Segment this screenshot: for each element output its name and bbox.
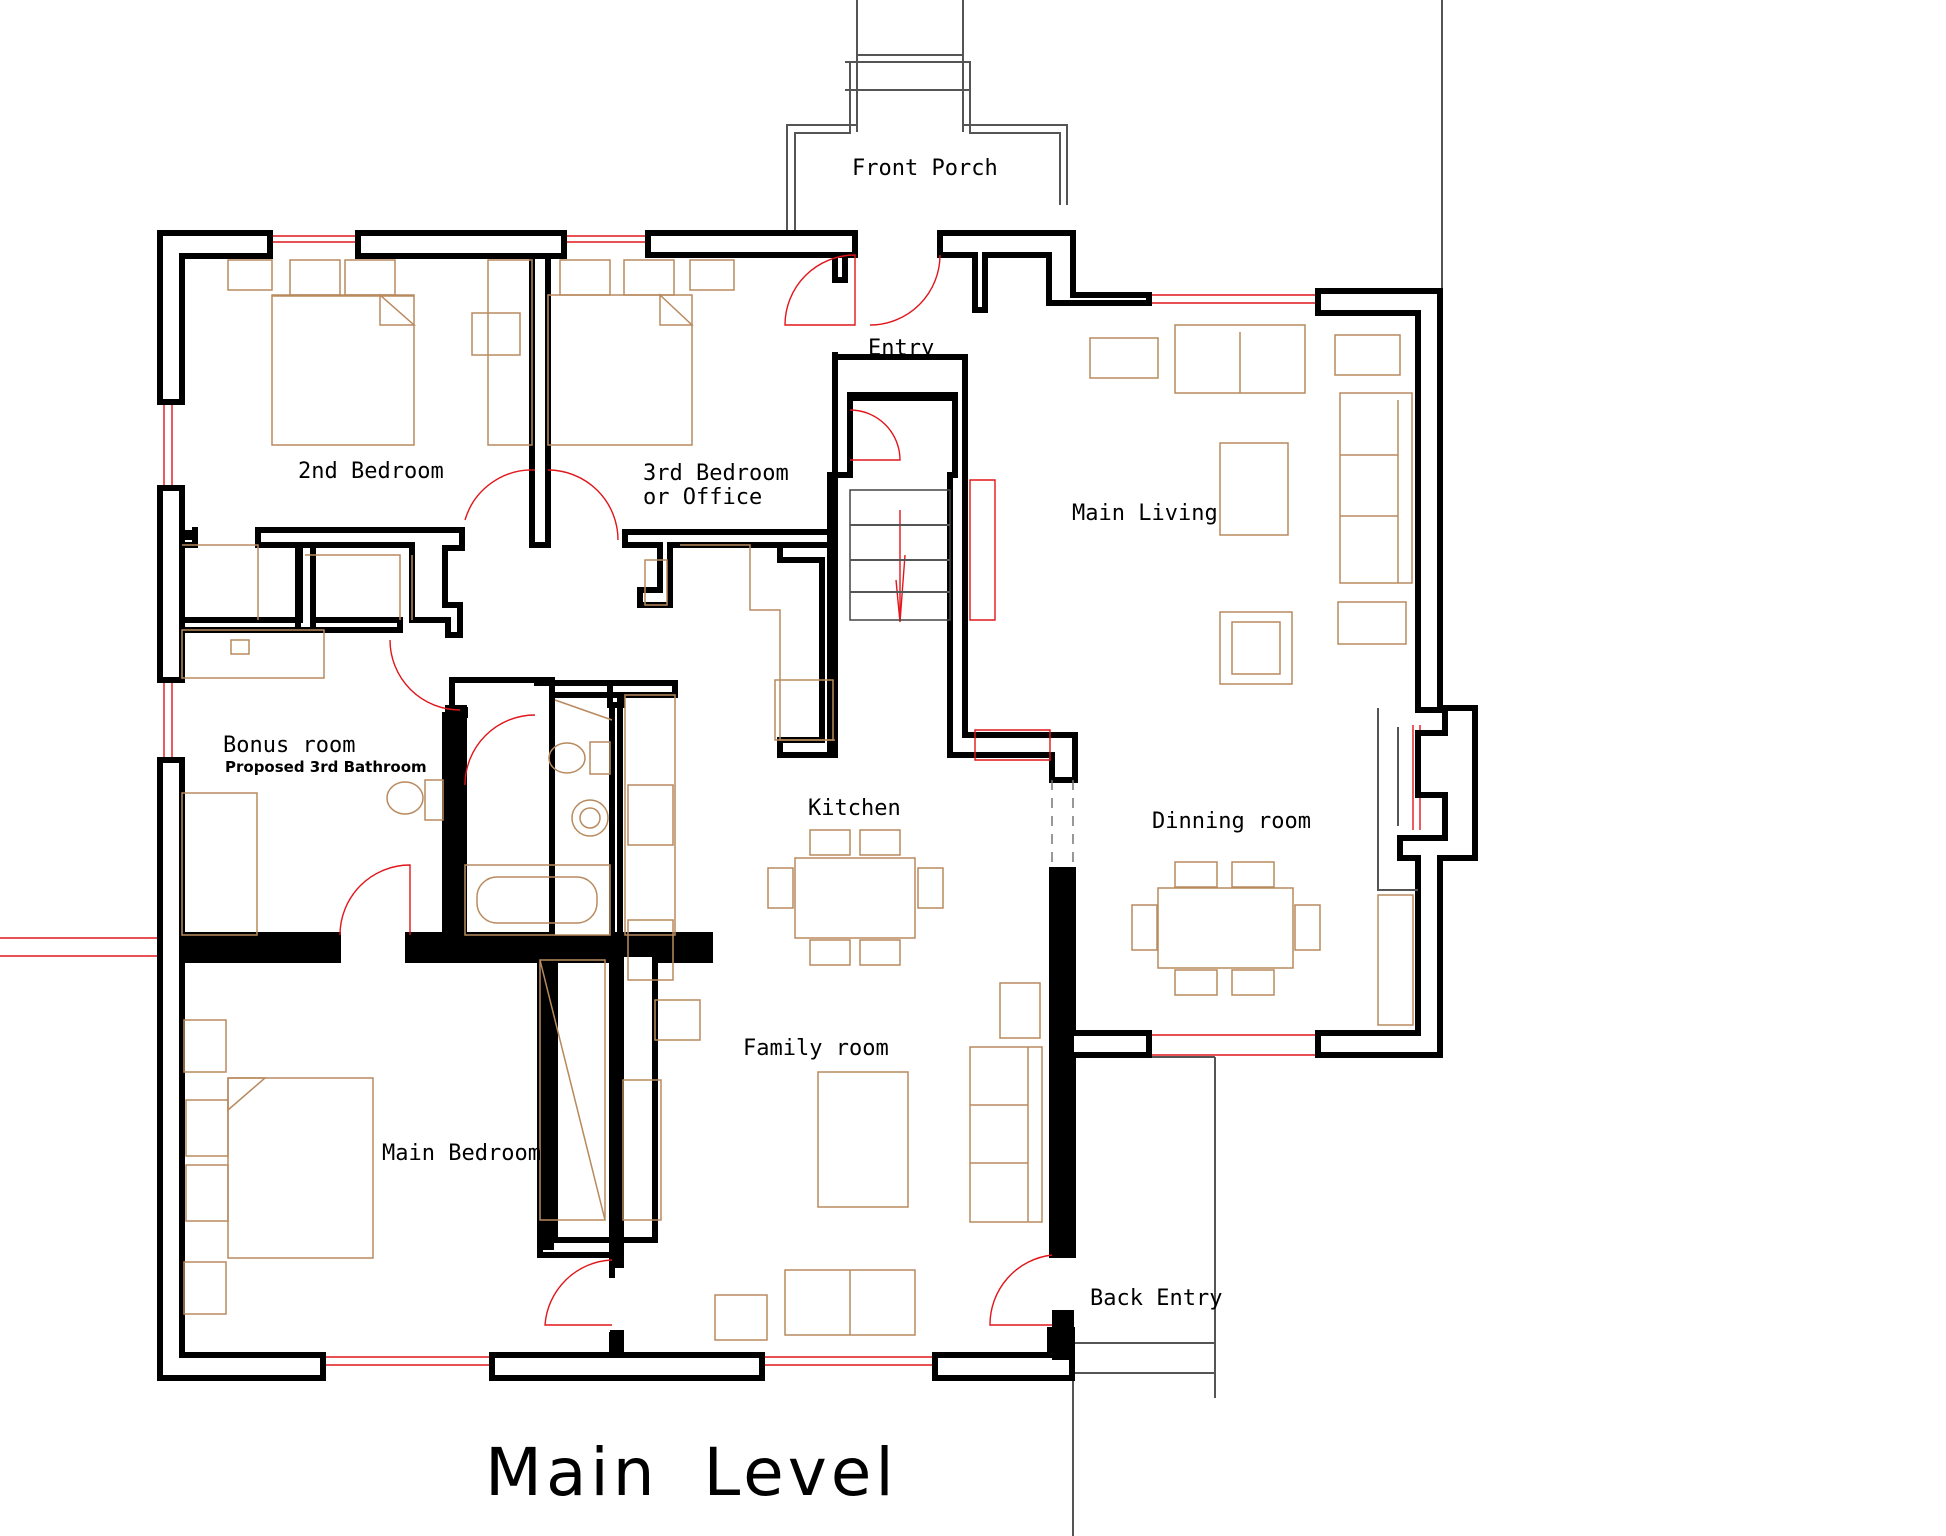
partition-walls bbox=[182, 530, 1074, 1360]
label-family-room: Family room bbox=[743, 1036, 889, 1061]
label-bonus-room: Bonus room bbox=[223, 733, 355, 758]
doors bbox=[339, 254, 1053, 1326]
label-front-porch: Front Porch bbox=[852, 156, 998, 181]
label-kitchen: Kitchen bbox=[808, 796, 901, 821]
openings bbox=[1051, 780, 1074, 870]
staircase bbox=[849, 489, 951, 621]
exterior-walls bbox=[157, 230, 1478, 1381]
drawing-title: Main Level bbox=[485, 1434, 898, 1511]
windows bbox=[163, 235, 1421, 1366]
label-main-bedroom: Main Bedroom bbox=[382, 1141, 541, 1166]
room-labels: Front Porch Entry 2nd Bedroom 3rd Bedroo… bbox=[223, 156, 1311, 1311]
label-main-living: Main Living bbox=[1072, 501, 1218, 526]
label-dinning-room: Dinning room bbox=[1152, 809, 1311, 834]
label-third-bedroom-office: or Office bbox=[643, 485, 762, 510]
label-second-bedroom: 2nd Bedroom bbox=[298, 459, 444, 484]
furniture bbox=[181, 259, 1418, 1341]
label-bonus-room-note: Proposed 3rd Bathroom bbox=[225, 758, 427, 776]
label-third-bedroom: 3rd Bedroom bbox=[643, 461, 789, 486]
label-back-entry: Back Entry bbox=[1090, 1286, 1222, 1311]
site-lines bbox=[0, 0, 1443, 1536]
label-entry: Entry bbox=[868, 336, 934, 361]
